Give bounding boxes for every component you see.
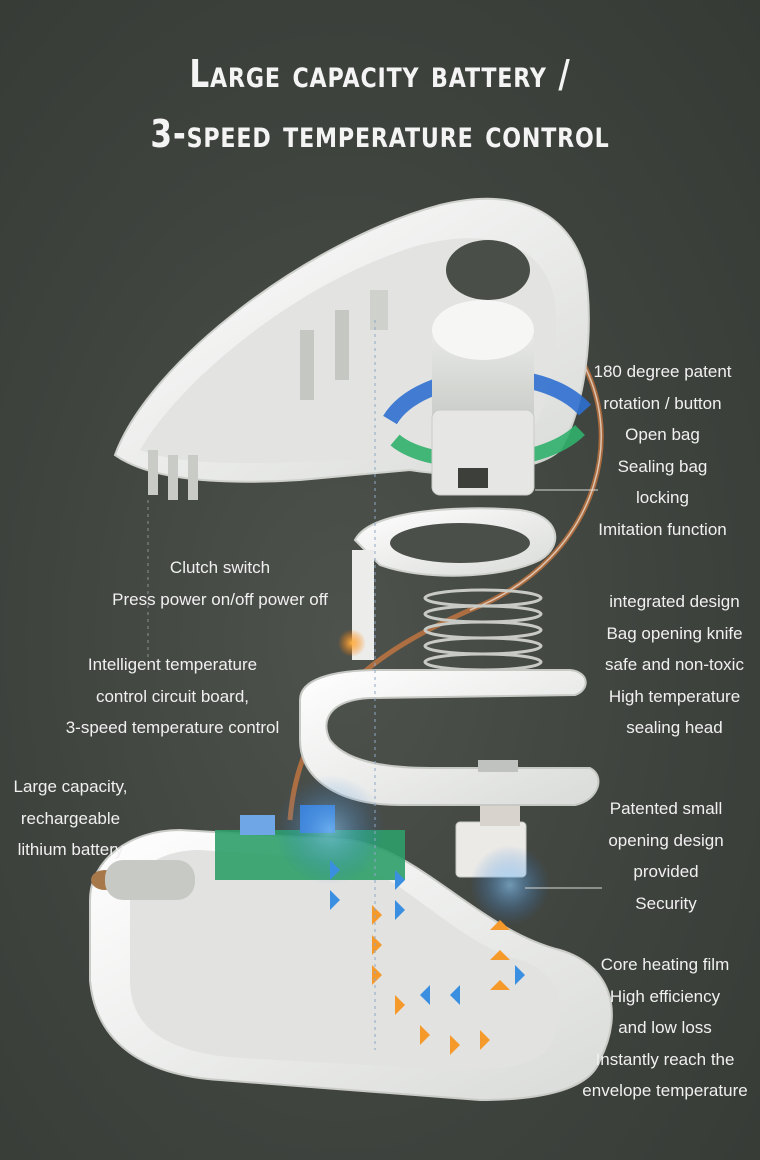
circuit-board-label: Intelligent temperature control circuit …	[65, 655, 280, 737]
clutch-switch-label: Clutch switch Press power on/off power o…	[112, 558, 328, 609]
battery-label: Large capacity, rechargeable lithium bat…	[13, 777, 128, 859]
heating-block	[455, 806, 550, 925]
rotation-button-label: 180 degree patent rotation / button Open…	[593, 362, 732, 539]
page-title-line1: Large capacity battery /	[189, 52, 571, 96]
cool-flow-arrows	[330, 860, 525, 1005]
page-title-line2: 3-speed temperature control	[150, 112, 610, 156]
bag-knife-label: integrated design Bag opening knife safe…	[605, 592, 744, 737]
rotation-button	[383, 300, 591, 496]
leader-lines	[147, 320, 602, 1050]
heating-film-label: Core heating film High efficiency and lo…	[582, 955, 748, 1100]
small-opening-label: Patented small opening design provided S…	[608, 799, 724, 913]
base-shell	[89, 775, 613, 1102]
